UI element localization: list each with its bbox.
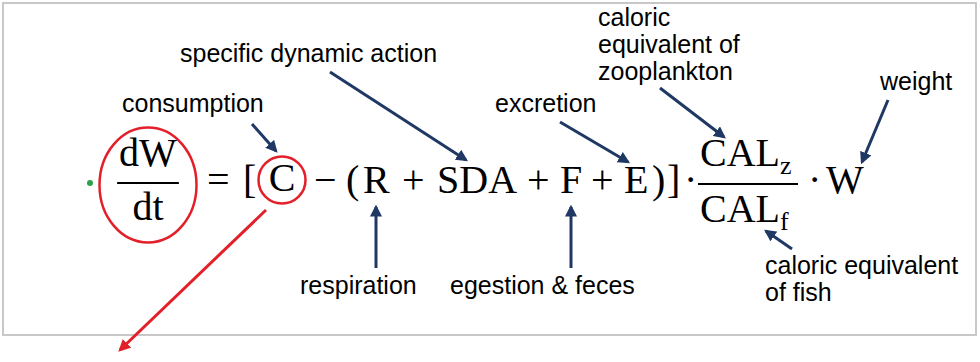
node-text: dt [98,187,198,227]
equation-symbol: = [207,160,230,200]
equation-symbol: + [591,160,614,200]
leader-arrow [375,207,378,268]
annotation: specific dynamic action [180,40,437,67]
equation-symbol: + [402,160,425,200]
red-arrow [120,210,266,350]
equation-term: W [826,160,864,200]
leader-arrow [570,207,573,268]
fraction-bar [117,182,179,184]
equation-term: CAL [700,186,780,231]
node-text: dW [98,133,198,173]
frame [3,3,976,335]
leader-arrow [660,88,724,137]
fraction-bar [698,183,798,185]
annotation: caloric equivalent of fish [765,252,963,306]
equation-symbol: [ [243,160,256,200]
equation-term: R [363,160,390,200]
node-text: C [257,158,307,198]
equation-symbol: ) [652,160,665,200]
annotation: caloric equivalent of zooplankton [598,4,748,85]
circled-derivative: dW dt [98,126,198,244]
subscript: z [780,151,792,180]
red-circle [100,128,197,243]
equation-symbol: · [684,160,697,200]
leader-arrow [560,122,628,162]
equation-symbol: · [808,160,821,200]
equation-term: E [624,160,648,200]
annotation: weight [880,68,952,95]
annotation: respiration [300,272,417,299]
annotation: consumption [122,90,264,117]
fraction-numerator: CALz [700,133,792,178]
equation-symbol: + [527,160,550,200]
annotation: excretion [495,90,596,117]
leader-arrow [252,124,276,151]
equation-symbol: − [314,160,337,200]
equation-term: F [560,160,582,200]
green-dot [87,180,93,186]
subscript: f [780,207,789,236]
circled-consumption: C [257,155,307,205]
equation-symbol: ] [667,160,680,200]
equation-term: SDA [437,160,517,200]
leader-arrow [330,72,466,160]
annotation: egestion & feces [450,272,635,299]
fraction-denominator: CALf [700,189,789,234]
equation-term: CAL [700,130,780,175]
leader-arrow [862,100,888,162]
equation-symbol: ( [346,160,359,200]
